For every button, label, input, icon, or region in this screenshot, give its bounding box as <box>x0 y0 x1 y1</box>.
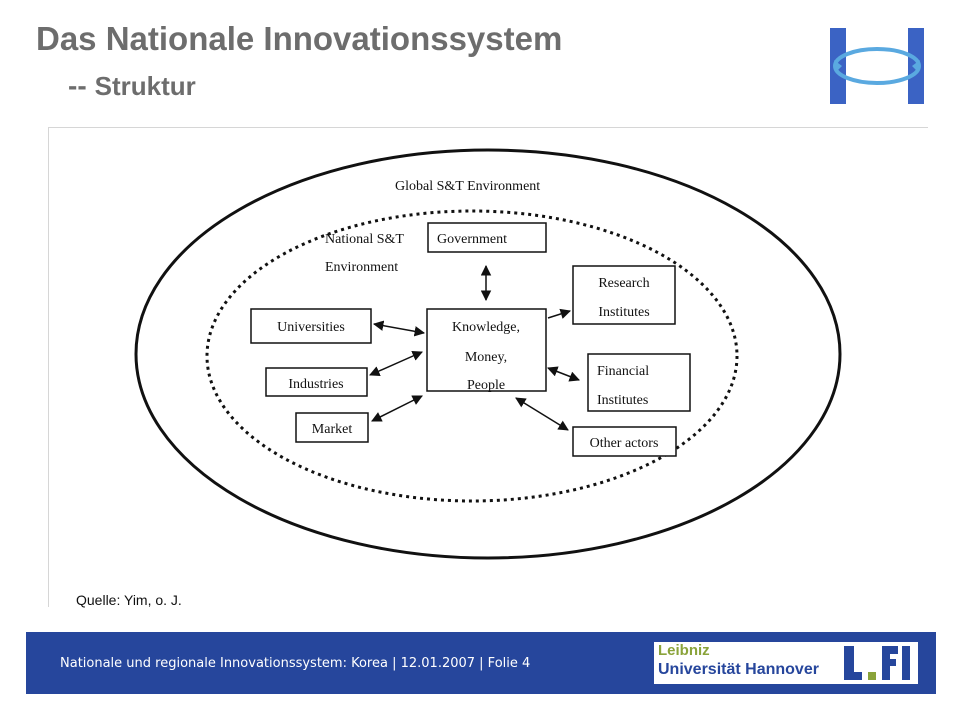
innovation-system-diagram: Global S&T Environment National S&T Envi… <box>134 148 842 560</box>
financial-label-line2: Institutes <box>597 393 648 408</box>
logo-line2: Universität Hannover <box>658 661 819 678</box>
center-box <box>426 308 547 392</box>
financial-label-line1: Financial <box>597 364 649 379</box>
research-institutes-box <box>572 265 676 325</box>
arrow-center-financial <box>547 366 580 382</box>
source-note: Quelle: Yim, o. J. <box>76 592 182 608</box>
luh-mark-icon <box>844 646 910 680</box>
national-environment-label-line2: Environment <box>325 260 398 275</box>
frame-rule-vertical <box>48 127 49 607</box>
other-actors-label: Other actors <box>590 436 659 451</box>
market-box <box>295 412 369 443</box>
universities-label: Universities <box>277 320 345 335</box>
industries-box <box>265 367 368 397</box>
center-label-line3: People <box>467 378 505 393</box>
footer-text: Nationale und regionale Innovationssyste… <box>60 656 531 671</box>
market-label: Market <box>312 422 353 437</box>
global-environment-label: Global S&T Environment <box>395 179 540 194</box>
slide-title: Das Nationale Innovationssystem <box>36 20 563 57</box>
research-label-line2: Institutes <box>598 305 649 320</box>
university-logo: Leibniz Universität Hannover <box>654 642 918 684</box>
other-actors-box <box>572 426 677 457</box>
frame-rule-horizontal <box>48 127 928 128</box>
arrow-industries-center <box>369 351 423 376</box>
national-environment-ellipse <box>205 209 739 503</box>
national-environment-label-line1: National S&T <box>325 232 404 247</box>
universities-box <box>250 308 372 344</box>
global-environment-ellipse <box>134 148 842 560</box>
logo-line1: Leibniz <box>658 642 710 659</box>
arrow-center-research <box>547 308 572 319</box>
subtitle-text: Struktur <box>94 71 196 101</box>
center-label-line1: Knowledge, <box>452 320 520 335</box>
arrow-market-center <box>371 395 423 422</box>
financial-institutes-box <box>587 353 691 412</box>
arrow-center-other <box>515 397 569 431</box>
center-label-line2: Money, <box>465 350 507 365</box>
industries-label: Industries <box>288 377 343 392</box>
footer-bar: Nationale und regionale Innovationssyste… <box>26 632 936 694</box>
government-box <box>427 222 547 253</box>
slide-subtitle: --Struktur <box>68 70 196 102</box>
arrow-universities-center <box>372 320 426 337</box>
subtitle-dash: -- <box>68 70 87 101</box>
government-label: Government <box>437 232 507 247</box>
h-logo-icon <box>830 28 924 104</box>
research-label-line1: Research <box>598 276 649 291</box>
